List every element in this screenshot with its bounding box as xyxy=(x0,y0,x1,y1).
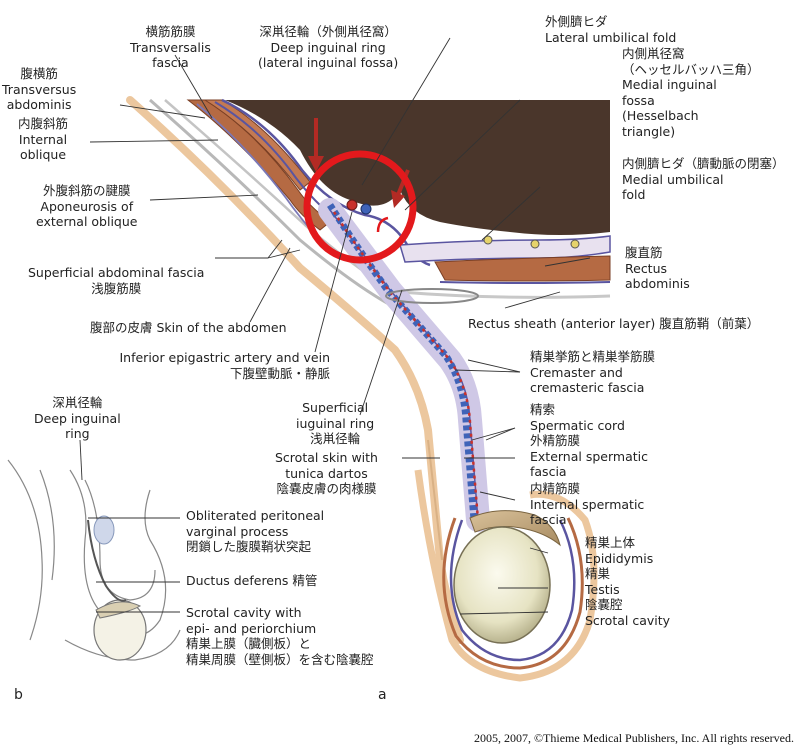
spermatic-cord-vein xyxy=(327,203,478,521)
panel-a-letter: a xyxy=(378,687,387,703)
fold-vessel xyxy=(570,239,580,249)
highlight-circle xyxy=(303,150,417,264)
label-superficial-inguinal-ring: Superficial iuguinal ring 浅鼡径輪 xyxy=(296,400,375,446)
label-medial-inguinal-fossa: 内側鼡径窩 （ヘッセルバッハ三角） Medial inguinal fossa … xyxy=(622,46,760,139)
panel-b-letter: b xyxy=(14,687,23,703)
testis-shape xyxy=(453,526,551,644)
panel-b-leader-lines xyxy=(79,439,180,613)
leader-lines xyxy=(89,37,591,615)
panel-b-ductus xyxy=(87,519,127,602)
scrotal-fascia xyxy=(449,519,576,662)
label-epididymis: 精巣上体 Epididymis xyxy=(585,535,654,566)
label-internal-spermatic-fascia: 内精筋膜 Internal spermatic fascia xyxy=(530,481,645,527)
label-spermatic-cord: 精索 Spermatic cord xyxy=(530,402,625,433)
epigastric-artery xyxy=(346,199,358,211)
label-transversalis-fascia: 横筋筋膜 Transversalis fascia xyxy=(130,24,211,70)
copyright-notice: 2005, 2007, ©Thieme Medical Publishers, … xyxy=(473,731,794,745)
label-scrotal-cavity: 陰嚢腔 Scrotal cavity xyxy=(585,597,671,628)
superficial-ring-ellipse xyxy=(385,288,479,304)
fold-vessel xyxy=(483,235,493,245)
label-cremaster: 精巣挙筋と精巣挙筋膜 Cremaster and cremasteric fas… xyxy=(530,349,656,395)
scrotal-skin-outline xyxy=(414,469,598,682)
label-scrotal-skin: Scrotal skin with tunica dartos 陰嚢皮膚の肉様膜 xyxy=(275,450,378,496)
epigastric-vein xyxy=(360,203,372,215)
label-b-obliterated-process: Obliterated peritoneal varginal process … xyxy=(186,508,325,554)
label-b-deep-inguinal-ring: 深鼡径輪 Deep inguinal ring xyxy=(34,395,121,441)
label-internal-oblique: 内腹斜筋 Internal oblique xyxy=(18,116,69,162)
arrow-medial-fossa xyxy=(396,169,410,196)
label-transversus-abdominis: 腹横筋 Transversus abdominis xyxy=(2,66,77,112)
label-aponeurosis-external-oblique: 外腹斜筋の腱膜 Aponeurosis of external oblique xyxy=(36,183,138,229)
panel-b-epididymis xyxy=(95,601,142,619)
label-b-scrotal-cavity: Scrotal cavity with epi- and periorchium… xyxy=(186,605,374,667)
label-rectus-sheath: Rectus sheath (anterior layer) 腹直筋鞘（前葉） xyxy=(468,316,760,331)
label-rectus-abdominis: 腹直筋 Rectus abdominis xyxy=(625,245,690,291)
label-medial-umbilical-fold: 内側臍ヒダ（臍動脈の閉塞） Medial umbilical fold xyxy=(622,156,785,202)
label-superficial-abdominal-fascia: Superficial abdominal fascia 浅腹筋膜 xyxy=(28,265,205,296)
label-skin-of-abdomen: 腹部の皮膚 Skin of the abdomen xyxy=(90,320,287,335)
label-testis: 精巣 Testis xyxy=(585,566,620,597)
panel-b-vaginal-process xyxy=(93,515,115,545)
spermatic-cord-artery xyxy=(332,211,480,521)
label-external-spermatic-fascia: 外精筋膜 External spermatic fascia xyxy=(530,433,648,479)
label-deep-inguinal-ring: 深鼡径輪（外側鼡径窩） Deep inguinal ring (lateral … xyxy=(258,24,399,70)
label-lateral-umbilical-fold: 外側臍ヒダ Lateral umbilical fold xyxy=(545,14,677,45)
superficial-fascia-lines xyxy=(149,98,401,312)
epididymis-shape xyxy=(469,510,561,547)
label-b-ductus-deferens: Ductus deferens 精管 xyxy=(186,573,318,588)
label-inferior-epigastric: Inferior epigastric artery and vein 下腹壁動… xyxy=(119,350,330,381)
medial-fold-hook xyxy=(376,216,389,233)
skin-of-abdomen xyxy=(126,96,464,644)
abdominal-cavity xyxy=(225,100,610,235)
fold-vessel xyxy=(530,239,540,249)
